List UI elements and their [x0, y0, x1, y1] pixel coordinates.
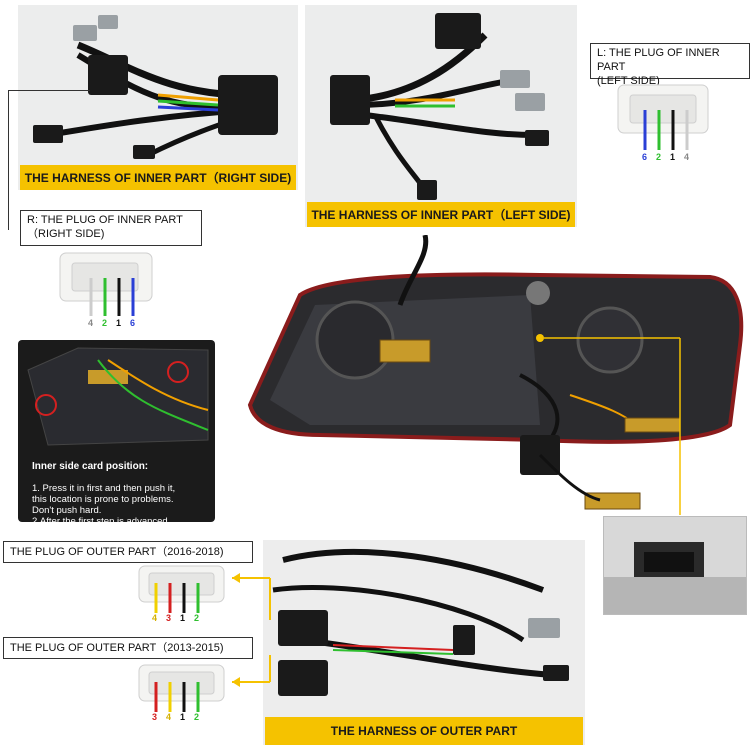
inner-right-caption: THE HARNESS OF INNER PART（RIGHT SIDE): [20, 165, 296, 190]
inner-card-heading: Inner side card position:: [32, 461, 149, 472]
pin-number: 3: [166, 613, 172, 623]
harness-illustration: [330, 13, 549, 200]
pointer-arrows: [232, 573, 271, 687]
outer-plug-2013-label: THE PLUG OF OUTER PART（2013-2015): [3, 637, 253, 659]
pin-number: 3: [152, 712, 158, 722]
left-inner-plug-label: L: THE PLUG OF INNER PART (LEFT SIDE): [590, 43, 750, 87]
pin-number: 4: [88, 318, 94, 328]
left-inner-plug: 6 2 1 4: [610, 82, 715, 162]
inner-card-text: 1. Press it in first and then push it, t…: [32, 483, 176, 522]
right-inner-plug: 4 2 1 6: [55, 250, 160, 330]
pin-number: 4: [166, 712, 172, 722]
inner-side-card-photo: Inner side card position: 1. Press it in…: [18, 340, 215, 522]
inner-left-harness-photo: THE HARNESS OF INNER PART（LEFT SIDE): [305, 5, 577, 227]
pin-number: 1: [116, 318, 122, 328]
inner-card-instructions: Inner side card position: 1. Press it in…: [32, 450, 212, 522]
pointer-line: [8, 90, 9, 230]
pin-number: 2: [194, 712, 200, 722]
outer-plug-2013: 3 4 1 2: [134, 662, 234, 724]
pin-number: 2: [194, 613, 200, 623]
pin-number: 1: [180, 712, 186, 722]
pin-number: 6: [642, 152, 648, 162]
pin-number: 6: [130, 318, 136, 328]
outer-caption: THE HARNESS OF OUTER PART: [265, 717, 583, 745]
outer-plug-2016-label: THE PLUG OF OUTER PART（2016-2018): [3, 541, 253, 563]
harness-illustration: [33, 15, 278, 159]
inner-left-caption: THE HARNESS OF INNER PART（LEFT SIDE): [307, 202, 575, 227]
pin-number: 1: [670, 152, 676, 162]
zoom-inset-photo: [603, 516, 747, 615]
pin-number: 2: [102, 318, 108, 328]
inner-right-harness-photo: THE HARNESS OF INNER PART（RIGHT SIDE): [18, 5, 298, 190]
pin-number: 2: [656, 152, 662, 162]
pointer-line: [8, 90, 90, 91]
outer-harness-photo: THE HARNESS OF OUTER PART: [263, 540, 585, 745]
pin-number: 4: [684, 152, 690, 162]
pin-number: 1: [180, 613, 186, 623]
outer-plug-2016: 4 3 1 2: [134, 563, 234, 625]
pin-number: 4: [152, 613, 158, 623]
right-inner-plug-label: R: THE PLUG OF INNER PART （RIGHT SIDE): [20, 210, 202, 246]
tail-light-photo: [240, 234, 750, 535]
